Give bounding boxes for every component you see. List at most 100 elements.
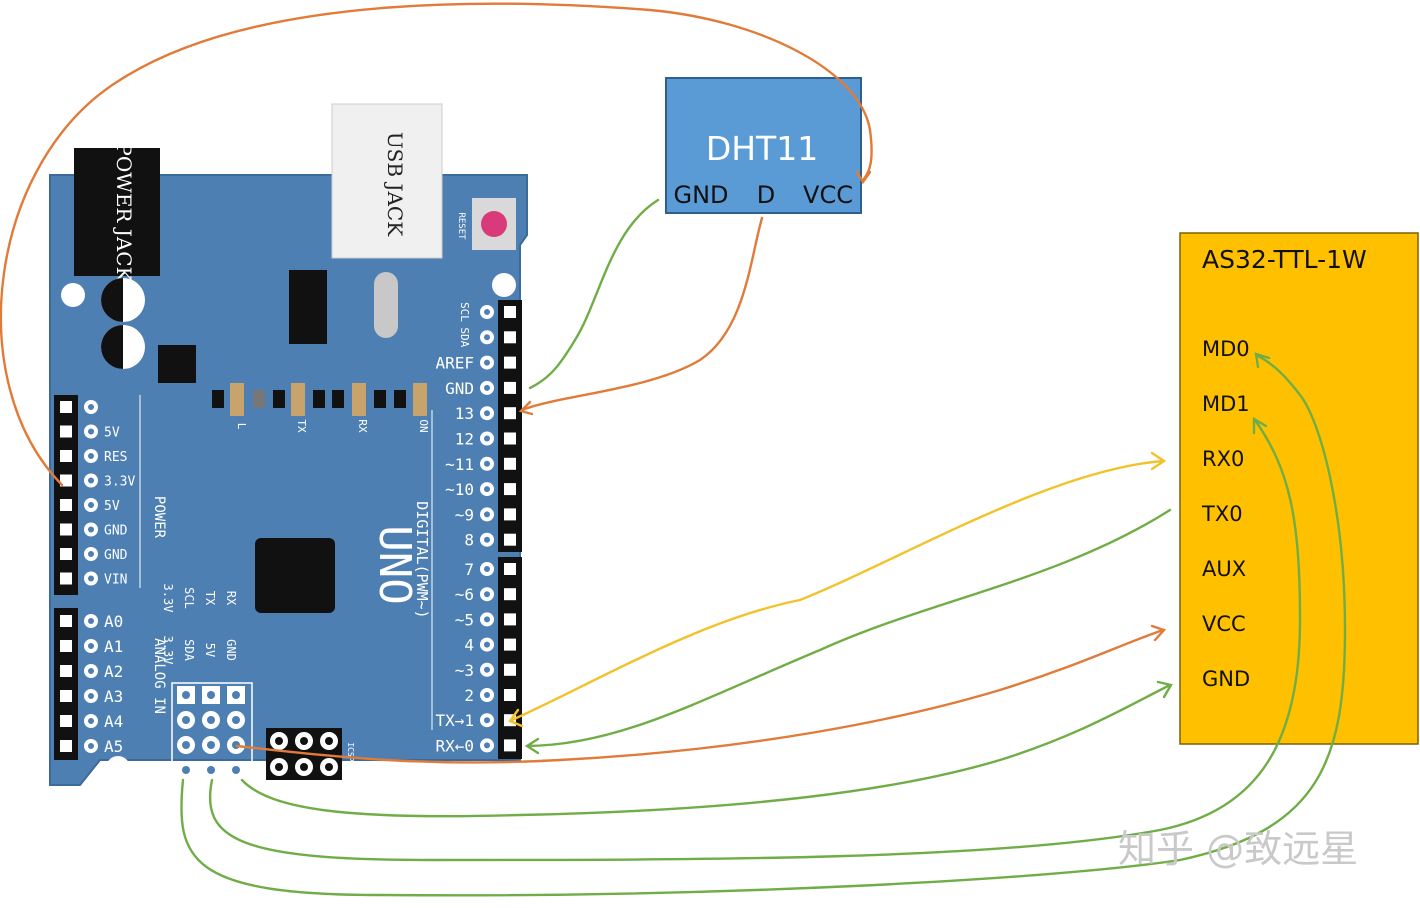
wire-dht-vcc-to-3v3 [0, 2, 873, 487]
as32-pin-aux: AUX [1202, 557, 1246, 581]
wire-dht-data-to-d13 [520, 216, 764, 412]
pin-pad-hole [88, 668, 94, 674]
dht11-body [665, 77, 862, 214]
pin-pad-hole [484, 616, 490, 623]
pin-pad-hole [207, 691, 215, 699]
crystal [374, 272, 398, 338]
pin-pad-hole [484, 536, 490, 543]
analog-section-label: ANALOG IN [151, 638, 167, 714]
dht11-module: DHT11 GND D VCC [665, 77, 862, 214]
as32-module: AS32-TTL-1W MD0 MD1 RX0 TX0 AUX VCC GND [1179, 232, 1419, 745]
digital-pin-label: SCL [458, 302, 471, 322]
pin-pad-hole [484, 591, 490, 598]
power-pin-label: 5V [104, 426, 120, 441]
wire-gnd-to-gnd [240, 683, 1172, 818]
digital-pin-label: AREF [435, 354, 474, 373]
wire-tx0-to-rx0pin [526, 508, 1172, 748]
digital-pin-label: GND [445, 379, 474, 398]
pin-pad-hole [88, 526, 94, 533]
pin-pad-hole [88, 502, 94, 508]
pin-pad-hole [484, 566, 490, 572]
header-socket [504, 381, 516, 394]
dht11-pin-vcc: VCC [803, 181, 853, 209]
header-socket [60, 548, 72, 560]
header-socket [504, 356, 516, 369]
usb-jack: USB JACK [331, 103, 443, 259]
digital-pin-label: ~3 [455, 661, 474, 680]
pin-pad-hole [484, 511, 490, 518]
wire-tx1-to-rx0 [510, 459, 1165, 722]
led-label-tx: TX [295, 419, 308, 433]
analog-pin-label: A3 [104, 687, 123, 706]
header-body [498, 557, 522, 759]
pin-pad-hole [182, 741, 190, 749]
header-socket [60, 401, 72, 413]
header-socket [504, 663, 516, 676]
analog-pin-label: A0 [104, 612, 123, 631]
pin-pad-hole [275, 737, 283, 745]
header-socket [60, 450, 72, 462]
digital-section-label: DIGITAL(PWM~) [413, 501, 431, 618]
as32-title: AS32-TTL-1W [1202, 245, 1367, 274]
board-outline [49, 174, 528, 786]
mounting-hole [61, 283, 85, 307]
icsp-header [266, 728, 342, 780]
header-socket [504, 331, 516, 344]
mounting-hole [106, 756, 130, 780]
pin-pad-hole [207, 741, 215, 749]
mounting-hole [492, 273, 516, 297]
pin-pad-hole [232, 716, 240, 724]
digital-pin-label: 2 [464, 686, 474, 705]
pin-pad-hole [88, 643, 94, 649]
arrowhead [518, 400, 534, 416]
arrowhead [1150, 624, 1167, 642]
wire-dht-gnd-to-gnd [528, 198, 660, 390]
pin-pad-hole [484, 410, 490, 417]
digital-header: SCLSDAAREFGND1312~11~10~987~6~54~32TX→1R… [435, 300, 522, 759]
analog-pin-label: A5 [104, 737, 123, 756]
header-body [54, 395, 78, 595]
pin-pad-hole [484, 334, 490, 341]
pin-pad-hole [300, 763, 308, 771]
header-socket [60, 572, 72, 585]
pin-pad-hole [484, 435, 490, 442]
power-section-label: POWER [151, 496, 167, 539]
arrowhead [1254, 352, 1271, 369]
pin-pad-hole [484, 486, 490, 493]
header-socket [60, 425, 72, 438]
header-socket [60, 690, 72, 702]
pin-pad-hole [484, 641, 490, 648]
digital-pin-label: ~10 [445, 480, 474, 499]
header-socket [60, 615, 72, 627]
pin-pad-hole [88, 693, 94, 699]
digital-pin-label: 13 [455, 404, 474, 423]
pin-pad-hole [182, 691, 190, 699]
digital-pin-label: ~11 [445, 455, 474, 474]
header-socket [504, 306, 516, 318]
reset-button: RESET [456, 198, 516, 250]
led-label-l: L [235, 423, 248, 430]
header-socket [504, 638, 516, 651]
board-model-label: UNO [369, 525, 420, 604]
digital-pin-label: TX→1 [435, 711, 474, 730]
pin-pad-hole [88, 428, 94, 435]
icsp-label: ICSP [346, 742, 355, 761]
power-pin-label: GND [104, 548, 128, 563]
pin-pad-hole [484, 460, 490, 467]
digital-pin-label: ~9 [455, 505, 474, 524]
header-socket [504, 457, 516, 470]
digital-pin-label: RX←0 [435, 736, 474, 755]
pin-pad-hole [275, 763, 283, 771]
capacitor [101, 278, 145, 322]
arrowhead [1150, 451, 1167, 471]
watermark: 知乎 @致远星 [1118, 827, 1358, 871]
main-microcontroller [255, 538, 335, 613]
header-socket [504, 432, 516, 445]
status-leds: L TX RX ON [212, 383, 430, 433]
wire-5v-to-vcc [235, 628, 1165, 764]
pin-pad-hole [88, 718, 94, 724]
digital-pin-label: 7 [464, 560, 474, 579]
